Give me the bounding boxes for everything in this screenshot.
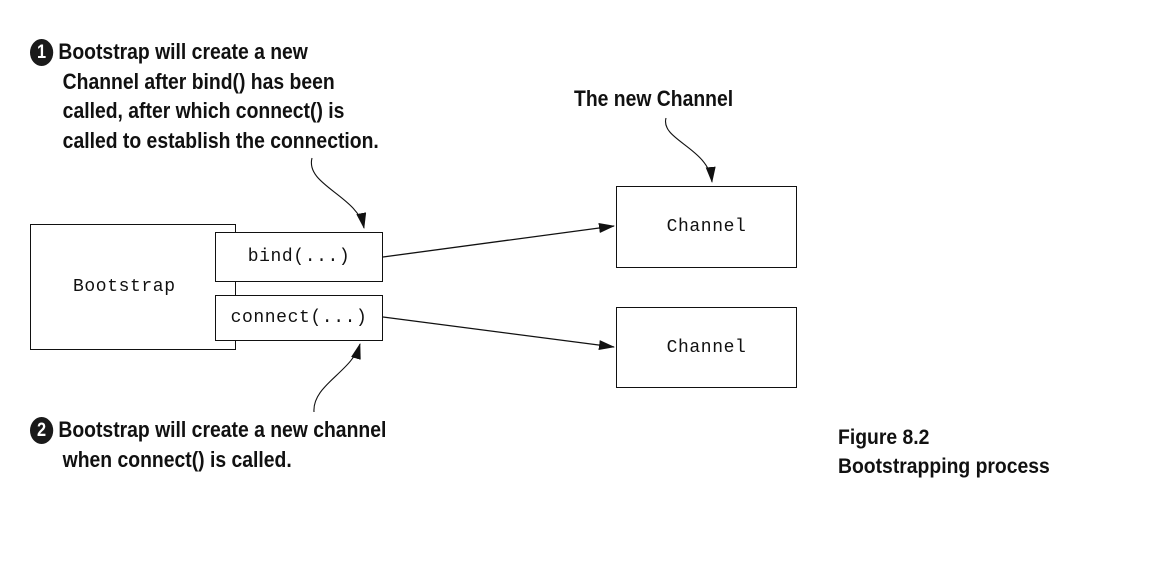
channel-box-connect: Channel [616, 307, 797, 388]
bootstrap-label: Bootstrap [73, 277, 176, 297]
edge-bind-to-channel [382, 223, 615, 258]
figure-caption: Figure 8.2 Bootstrapping process [838, 423, 1050, 481]
callout-1-line: called to establish the connection. [62, 127, 379, 153]
figure-number: Figure 8.2 [838, 425, 930, 449]
new-channel-pointer [665, 117, 716, 183]
channel-label-bind: Channel [666, 217, 747, 237]
connect-box: connect(...) [215, 295, 383, 341]
bind-box: bind(...) [215, 232, 383, 282]
channel-box-bind: Channel [616, 186, 797, 268]
figure-title: Bootstrapping process [838, 454, 1050, 478]
bind-label: bind(...) [247, 247, 351, 267]
callout-number-1: 1 [30, 39, 54, 66]
edge-connect-to-channel [382, 316, 615, 351]
bootstrap-box: Bootstrap [30, 224, 236, 350]
callout-1-line: Channel after bind() has been [62, 68, 335, 94]
callout-1-pointer [310, 157, 367, 229]
callout-2-line: when connect() is called. [62, 446, 292, 472]
callout-number-2: 2 [30, 417, 54, 444]
callout-1-line: called, after which connect() is [62, 98, 345, 123]
new-channel-callout: The new Channel [574, 86, 734, 111]
callout-2-pointer [313, 343, 361, 413]
channel-label-connect: Channel [666, 337, 747, 358]
connect-label: connect(...) [230, 308, 368, 328]
